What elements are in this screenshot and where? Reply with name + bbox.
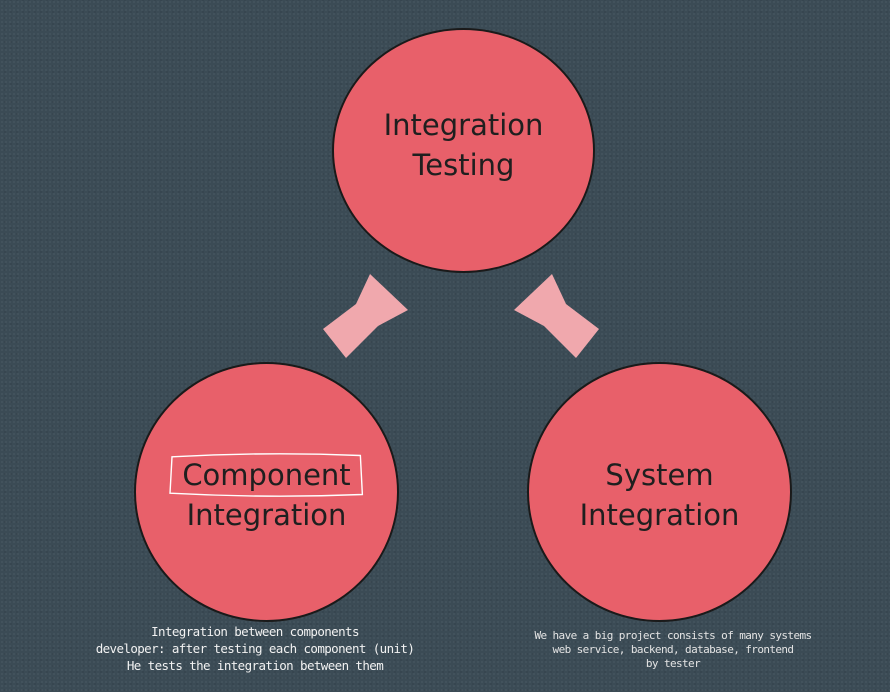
integration-testing-label-line1: Integration	[383, 107, 544, 142]
system-note-line1: We have a big project consists of many s…	[534, 629, 812, 642]
arrow-to-component-integration	[323, 274, 408, 358]
system-integration-note: We have a big project consists of many s…	[478, 629, 868, 671]
system-integration-circle: System Integration	[527, 362, 792, 622]
arrow-left-shape	[323, 274, 408, 358]
hand-drawn-box-icon	[166, 449, 366, 501]
system-note-line2: web service, backend, database, frontend	[552, 643, 795, 656]
component-integration-label-line1: Component	[182, 458, 351, 492]
component-note-line1: Integration between components	[151, 624, 359, 639]
system-integration-label-line2: Integration	[579, 498, 740, 532]
component-highlight-box: Component	[178, 455, 354, 495]
component-integration-circle: Component Integration	[134, 362, 399, 622]
component-integration-label-line2: Integration	[186, 498, 347, 532]
integration-testing-label-line2: Testing	[412, 147, 515, 182]
arrow-to-system-integration	[514, 274, 599, 358]
integration-testing-circle: Integration Testing	[332, 28, 595, 273]
component-integration-note: Integration between components developer…	[30, 623, 480, 674]
component-note-line3: He tests the integration between them	[126, 658, 384, 673]
arrow-right-shape	[514, 274, 599, 358]
component-note-line2: developer: after testing each component …	[95, 641, 415, 656]
system-integration-label-line1: System	[605, 458, 714, 492]
system-note-line3: by tester	[645, 657, 701, 670]
